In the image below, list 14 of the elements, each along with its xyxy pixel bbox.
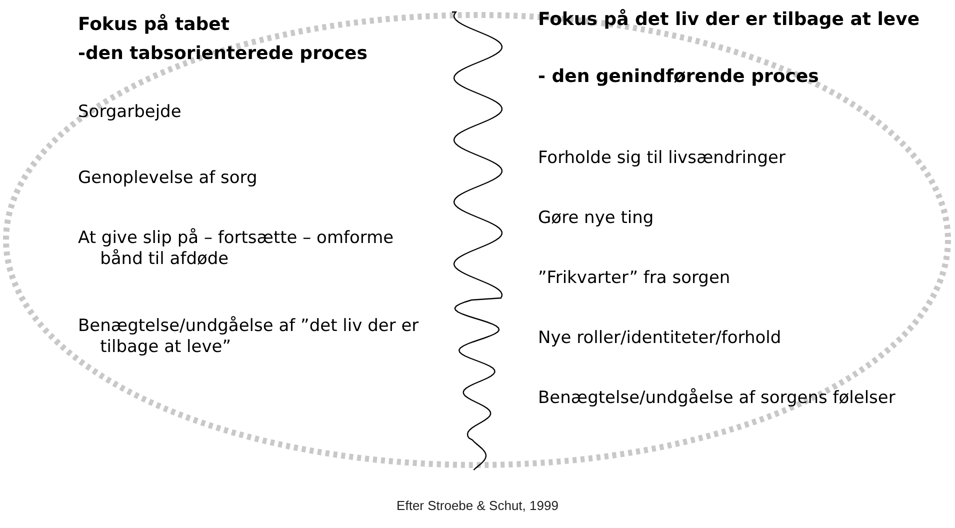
list-item: Genoplevelse af sorg	[78, 168, 258, 190]
list-item: Sorgarbejde	[78, 102, 182, 124]
column-heading: Fokus på det liv der er tilbage at leve	[538, 9, 921, 32]
column-heading: Fokus på tabet	[78, 14, 230, 36]
list-item: Forholde sig til livsændringer	[538, 148, 786, 170]
column-heading: - den genindførende proces	[538, 66, 820, 88]
list-item: Nye roller/identiteter/forhold	[538, 328, 782, 350]
list-item: Benægtelse/undgåelse af sorgens følelser	[538, 388, 896, 410]
list-item: Benægtelse/undgåelse af ”det liv der er tilbage at leve”	[78, 316, 420, 358]
column-heading: -den tabsorienterede proces	[78, 43, 368, 66]
list-item: Gøre nye ting	[538, 208, 655, 230]
list-item: ”Frikvarter” fra sorgen	[538, 268, 732, 290]
caption: Efter Stroebe & Schut, 1999	[396, 498, 560, 513]
list-item: At give slip på – fortsætte – omforme bånd til afdøde	[78, 228, 395, 270]
